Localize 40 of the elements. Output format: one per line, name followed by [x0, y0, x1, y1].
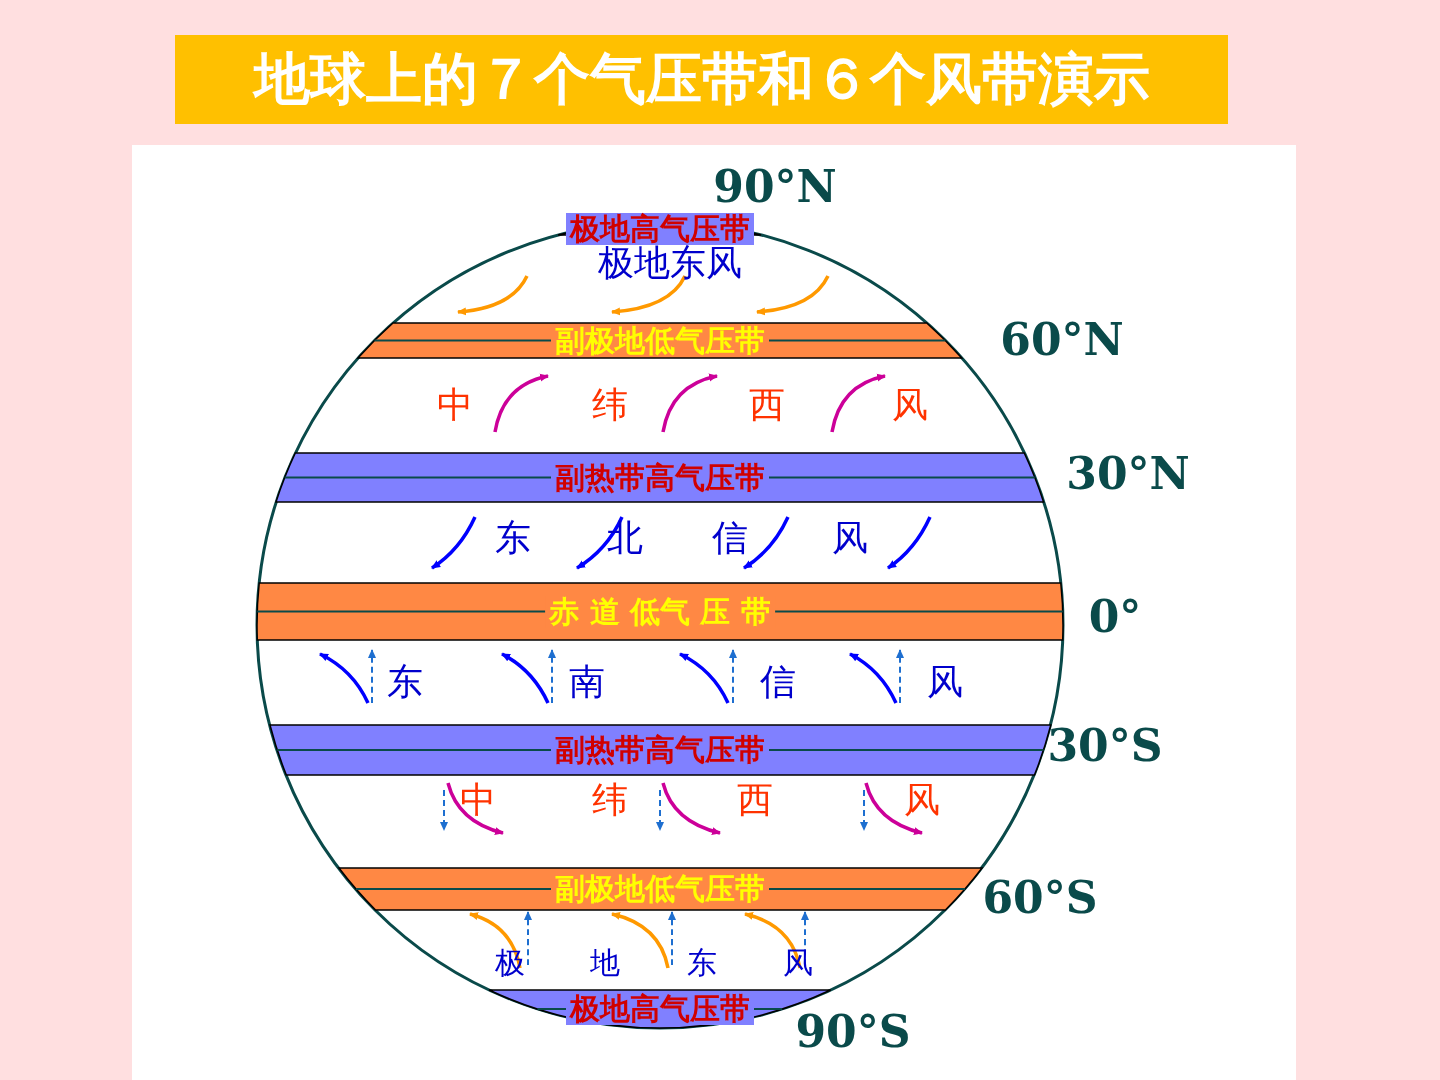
wind-belt-label: 东 [387, 664, 423, 700]
wind-belt-label: 极 [495, 948, 525, 978]
belt-label: 副热带高气压带 [551, 734, 769, 766]
latitude-label: 60°S [982, 876, 1098, 920]
latitude-label: 30°S [1047, 724, 1163, 768]
pressure-belt-band [269, 725, 1051, 775]
wind-belt-label: 地 [590, 948, 620, 978]
wind-belt-label: 东 [495, 520, 531, 556]
title-banner: 地球上的７个气压带和６个风带演示 [175, 35, 1228, 124]
wind-belt-label: 西 [737, 782, 773, 818]
wind-belt-label: 信 [760, 664, 796, 700]
wind-belt-label: 信 [712, 520, 748, 556]
wind-belt-label: 中 [437, 387, 473, 423]
wind-belt-label: 极地东风 [598, 245, 742, 281]
latitude-label: 60°N [1000, 318, 1124, 362]
pressure-belt-band [358, 321, 962, 360]
pressure-belt-band [338, 868, 982, 910]
latitude-label: 90°N [713, 165, 837, 209]
wind-belt-label: 纬 [592, 387, 628, 423]
wind-belt-label: 西 [749, 387, 785, 423]
wind-belt-label: 风 [783, 948, 813, 978]
pressure-belt-band [276, 453, 1044, 502]
belt-label: 副极地低气压带 [551, 873, 769, 905]
wind-belt-label: 风 [904, 782, 940, 818]
belt-label: 副热带高气压带 [551, 461, 769, 494]
latitude-label: 30°N [1066, 452, 1190, 496]
latitude-label: 90°S [795, 1010, 911, 1054]
wind-belt-label: 东 [687, 948, 717, 978]
belt-label: 赤 道 低气 压 带 [545, 595, 775, 628]
wind-belt-label: 风 [832, 520, 868, 556]
belt-label: 极地高气压带 [566, 993, 754, 1025]
wind-belt-label: 风 [892, 387, 928, 423]
latitude-label: 0° [1088, 595, 1142, 639]
wind-belt-label: 纬 [592, 782, 628, 818]
pressure-belt-band [257, 583, 1063, 640]
wind-belt-label: 北 [607, 520, 643, 556]
wind-belt-label: 风 [927, 664, 963, 700]
belt-label: 副极地低气压带 [551, 324, 769, 357]
wind-belt-label: 中 [460, 782, 496, 818]
wind-belt-label: 南 [569, 664, 605, 700]
